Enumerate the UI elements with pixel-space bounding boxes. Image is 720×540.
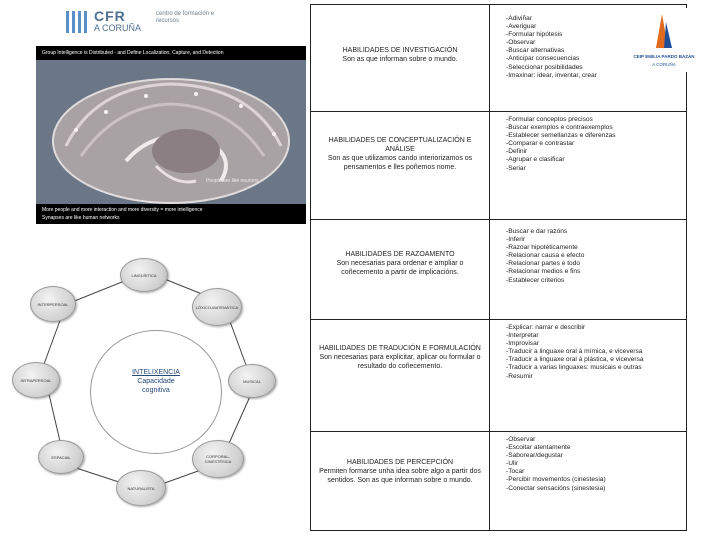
action-item: -Traducir a linguaxe oral á plástica, e … xyxy=(506,356,644,364)
node-bodily-kinesthetic: CORPORAL-CINESTÉSICA xyxy=(192,440,244,478)
skill-description: Permiten formarse unha idea sobre algo a… xyxy=(319,468,481,484)
ceip-logo-tower-icon xyxy=(656,14,672,48)
action-item: -Averiguar xyxy=(506,23,537,31)
action-item: -Observar xyxy=(506,39,536,47)
node-musical: MUSICAL xyxy=(228,364,276,398)
action-item: -Improvisar xyxy=(506,340,539,348)
node-linguistic: LINGÜÍSTICA xyxy=(120,258,168,292)
brain-illustration xyxy=(52,78,290,204)
skill-description: Son necesarias para ordenar e ampliar o … xyxy=(336,260,464,276)
intelligence-center-subtitle: Capacidade cognitiva xyxy=(91,377,221,395)
cfr-logo-bars-icon xyxy=(64,9,90,35)
skill-cell: HABILIDADES DE RAZOAMENTO Son necesarias… xyxy=(310,219,490,320)
table-row: HABILIDADES DE TRADUCIÓN E FORMULACIÓN S… xyxy=(310,319,687,432)
node-intrapersonal: INTRAPERSOAL xyxy=(12,362,60,398)
action-item: -Establecer criterios xyxy=(506,276,565,284)
action-item: -Agrupar e clasificar xyxy=(506,156,565,164)
actions-cell: -Observar -Escoitar atentamente -Saborea… xyxy=(489,431,687,531)
node-logical-mathematical: LÓXICO-MATEMÁTICA xyxy=(192,288,242,326)
action-item: -Relacionar medios e fins xyxy=(506,268,581,276)
skill-description: Son as que informan sobre o mundo. xyxy=(342,56,458,63)
node-musical-label: MUSICAL xyxy=(243,378,261,384)
brain-image-caption-bottom-1: More people and more interaction and mor… xyxy=(42,207,203,213)
node-naturalist-label: NATURALISTA xyxy=(127,485,155,491)
action-item: -Traducir a linguaxe oral á mímica, e vi… xyxy=(506,348,643,356)
skill-title: HABILIDADES DE INVESTIGACIÓN xyxy=(342,47,458,54)
action-item: -Relacionar causa e efecto xyxy=(506,252,585,260)
action-item: -Imaxinar: idear, inventar, crear xyxy=(506,71,597,79)
skill-cell: HABILIDADES DE INVESTIGACIÓN Son as que … xyxy=(310,4,490,112)
action-item: -Seriar xyxy=(506,164,526,172)
actions-cell: -Buscar e dar razóns -Inferir -Razoar hi… xyxy=(489,219,687,320)
ceip-logo: CEIP EMILIA PARDO BAZÁN A CORUÑA xyxy=(616,8,712,72)
skills-table: HABILIDADES DE INVESTIGACIÓN Son as que … xyxy=(310,4,687,531)
table-row: HABILIDADES DE CONCEPTUALIZACIÓN E ANÁLI… xyxy=(310,111,687,220)
cfr-logo-name: CFR xyxy=(94,8,126,24)
node-interpersonal-label: INTERPERSOAL xyxy=(37,301,69,307)
actions-cell: -Explicar: narrar e describir -Interpret… xyxy=(489,319,687,432)
action-item: -Escoitar atentamente xyxy=(506,444,571,452)
ceip-logo-name: CEIP EMILIA PARDO BAZÁN xyxy=(633,54,695,59)
action-item: -Explicar: narrar e describir xyxy=(506,324,586,331)
actions-cell: -Formular conceptos precisos -Buscar exe… xyxy=(489,111,687,220)
action-item: -Definir xyxy=(506,148,528,156)
node-spatial-label: ESPACIAL xyxy=(51,454,71,460)
skill-title: HABILIDADES DE CONCEPTUALIZACIÓN E ANÁLI… xyxy=(328,137,472,153)
action-item: -Buscar exemplos e contraexemplos xyxy=(506,124,613,132)
skill-description: Son as que utilizamos cando interiorizam… xyxy=(327,155,473,171)
intelligence-center-title: INTELIXENCIA xyxy=(132,369,180,376)
brain-image: Group Intelligence is Distributed - and … xyxy=(36,46,306,224)
cfr-logo-tagline: centro de formación e recursos xyxy=(156,11,215,24)
brain-image-caption-top: Group Intelligence is Distributed - and … xyxy=(36,46,306,60)
node-linguistic-label: LINGÜÍSTICA xyxy=(131,272,157,278)
cfr-logo-city: A CORUÑA xyxy=(94,23,142,33)
skill-title: HABILIDADES DE TRADUCIÓN E FORMULACIÓN xyxy=(319,345,481,352)
action-item: -Buscar alternativas xyxy=(506,47,565,55)
action-item: -Adiviñar xyxy=(506,15,533,22)
intelligence-center-circle: INTELIXENCIA Capacidade cognitiva xyxy=(90,330,222,454)
node-logical-mathematical-label: LÓXICO-MATEMÁTICA xyxy=(195,304,239,310)
intelligence-center-subtitle-2: cognitiva xyxy=(142,387,170,394)
action-item: -Resumir xyxy=(506,372,533,380)
action-item: -Traducir a varias linguaxes: musicais e… xyxy=(506,364,642,372)
brain-image-caption-bottom: More people and more interaction and mor… xyxy=(36,204,306,224)
action-item: -Tocar xyxy=(506,468,525,476)
action-item: -Observar xyxy=(506,436,536,443)
ceip-logo-city: A CORUÑA xyxy=(652,62,676,67)
action-item: -Percibir movementos (cinestesia) xyxy=(506,476,606,484)
node-bodily-kinesthetic-label: CORPORAL-CINESTÉSICA xyxy=(204,454,232,464)
action-item: -Formular hipótesis xyxy=(506,31,563,39)
action-item: -Comparar e contrastar xyxy=(506,140,575,148)
skill-title: HABILIDADES DE RAZOAMENTO xyxy=(345,251,455,258)
action-item: -Inferir xyxy=(506,236,526,244)
brain-image-note: People are like neurons xyxy=(206,178,259,184)
action-item: -Conectar sensacións (sinestesia) xyxy=(506,484,606,492)
intelligence-center-subtitle-1: Capacidade xyxy=(137,378,175,385)
action-item: -Razoar hipotéticamente xyxy=(506,244,578,252)
skill-title: HABILIDADES DE PERCEPCIÓN xyxy=(346,459,454,466)
node-interpersonal: INTERPERSOAL xyxy=(30,286,76,322)
table-row: HABILIDADES DE RAZOAMENTO Son necesarias… xyxy=(310,219,687,320)
action-item: -Anticipar consecuencias xyxy=(506,55,580,63)
node-intrapersonal-label: INTRAPERSOAL xyxy=(20,377,52,383)
action-item: -Buscar e dar razóns xyxy=(506,228,568,235)
brain-image-caption-bottom-2: Synapses are like human networks xyxy=(42,215,120,221)
action-item: -Interpretar xyxy=(506,332,539,340)
action-item: -Establecer semellanzas e diferenzas xyxy=(506,132,616,140)
node-spatial: ESPACIAL xyxy=(38,440,84,474)
skill-description: Son necesarias para explicitar, aplicar … xyxy=(319,354,481,370)
cfr-logo: CFR A CORUÑA centro de formación e recur… xyxy=(64,9,242,35)
action-item: -Saborear/degustar xyxy=(506,452,563,460)
table-row: HABILIDADES DE PERCEPCIÓN Permiten forma… xyxy=(310,431,687,531)
action-item: -Ulir xyxy=(506,460,519,468)
skill-cell: HABILIDADES DE CONCEPTUALIZACIÓN E ANÁLI… xyxy=(310,111,490,220)
skill-cell: HABILIDADES DE TRADUCIÓN E FORMULACIÓN S… xyxy=(310,319,490,432)
action-item: -Relacionar partes e todo xyxy=(506,260,581,268)
node-naturalist: NATURALISTA xyxy=(116,470,166,506)
skill-cell: HABILIDADES DE PERCEPCIÓN Permiten forma… xyxy=(310,431,490,531)
action-item: -Seleccionar posibilidades xyxy=(506,63,583,71)
action-item: -Formular conceptos precisos xyxy=(506,116,593,123)
